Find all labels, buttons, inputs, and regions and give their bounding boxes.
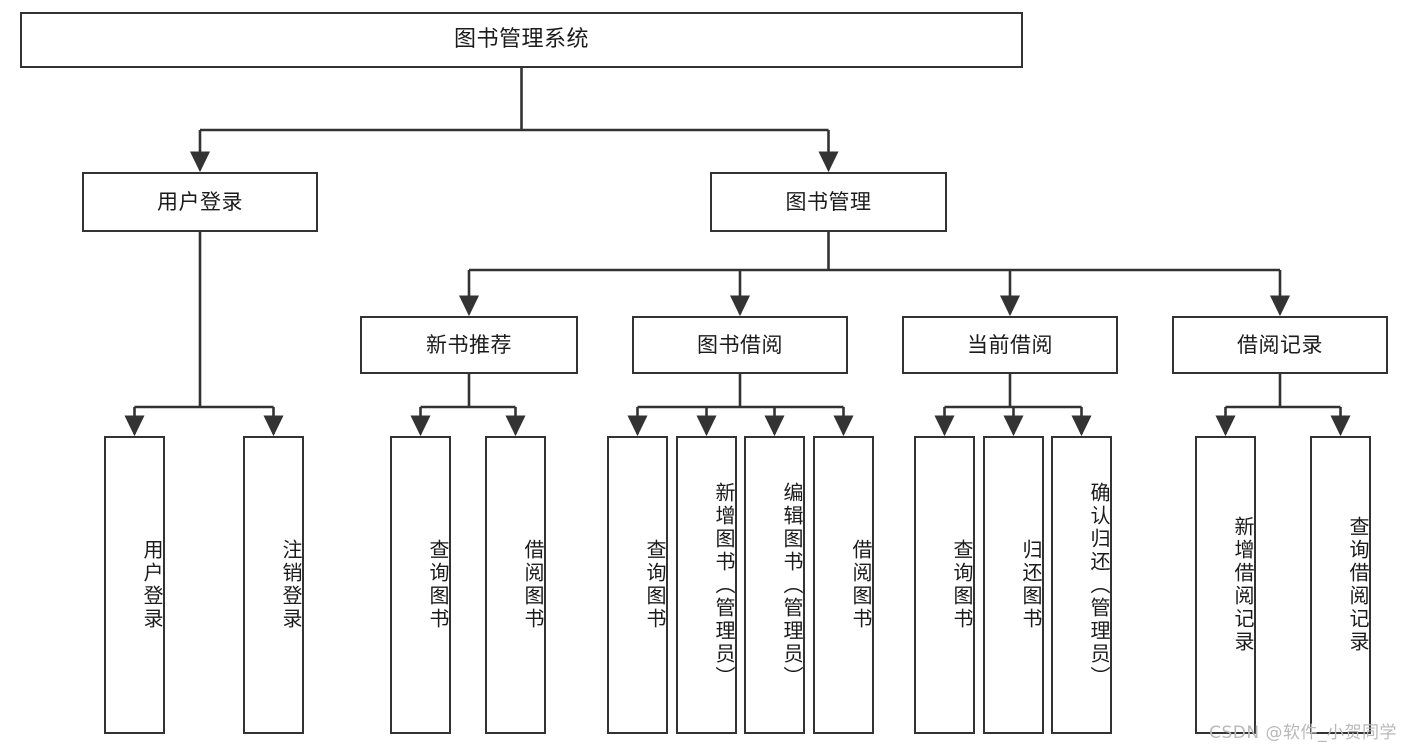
node-label: 归还图书	[1019, 539, 1043, 631]
node-label: 查询借阅记录	[1346, 516, 1370, 654]
node-newbook[interactable]: 新书推荐	[360, 316, 578, 374]
node-l3[interactable]: 查询图书	[390, 436, 451, 734]
node-l11[interactable]: 确认归还（管理员）	[1051, 436, 1112, 734]
node-label: 借阅图书	[521, 539, 545, 631]
node-current[interactable]: 当前借阅	[902, 316, 1118, 374]
node-l5[interactable]: 查询图书	[607, 436, 668, 734]
node-root[interactable]: 图书管理系统	[20, 12, 1023, 68]
node-label: 图书管理系统	[453, 27, 589, 53]
node-l2[interactable]: 注销登录	[243, 436, 304, 734]
node-label: 注销登录	[279, 539, 303, 631]
node-l13[interactable]: 查询借阅记录	[1310, 436, 1371, 734]
node-l1[interactable]: 用户登录	[104, 436, 165, 734]
node-label: 用户登录	[140, 539, 164, 631]
node-label: 编辑图书（管理员）	[780, 481, 804, 689]
node-l4[interactable]: 借阅图书	[485, 436, 546, 734]
node-label: 查询图书	[643, 539, 667, 631]
node-l10[interactable]: 归还图书	[983, 436, 1044, 734]
node-label: 图书管理	[785, 189, 872, 214]
node-borrow[interactable]: 图书借阅	[632, 316, 848, 374]
node-label: 图书借阅	[697, 332, 783, 357]
csdn-watermark: CSDN @软件_小贺同学	[1209, 723, 1397, 743]
node-bookmgmt[interactable]: 图书管理	[710, 172, 947, 232]
node-l12[interactable]: 新增借阅记录	[1195, 436, 1256, 734]
node-label: 当前借阅	[967, 332, 1053, 357]
node-label: 新增图书（管理员）	[712, 481, 736, 689]
node-l9[interactable]: 查询图书	[914, 436, 975, 734]
node-label: 新书推荐	[426, 332, 512, 357]
node-label: 确认归还（管理员）	[1087, 481, 1111, 689]
node-label: 新增借阅记录	[1231, 516, 1255, 654]
node-l6[interactable]: 新增图书（管理员）	[676, 436, 737, 734]
node-label: 借阅图书	[849, 539, 873, 631]
node-l7[interactable]: 编辑图书（管理员）	[744, 436, 805, 734]
node-label: 查询图书	[426, 539, 450, 631]
node-l8[interactable]: 借阅图书	[813, 436, 874, 734]
node-records[interactable]: 借阅记录	[1172, 316, 1388, 374]
node-label: 查询图书	[950, 539, 974, 631]
node-login[interactable]: 用户登录	[82, 172, 318, 232]
node-label: 借阅记录	[1237, 332, 1323, 357]
node-label: 用户登录	[157, 189, 243, 214]
